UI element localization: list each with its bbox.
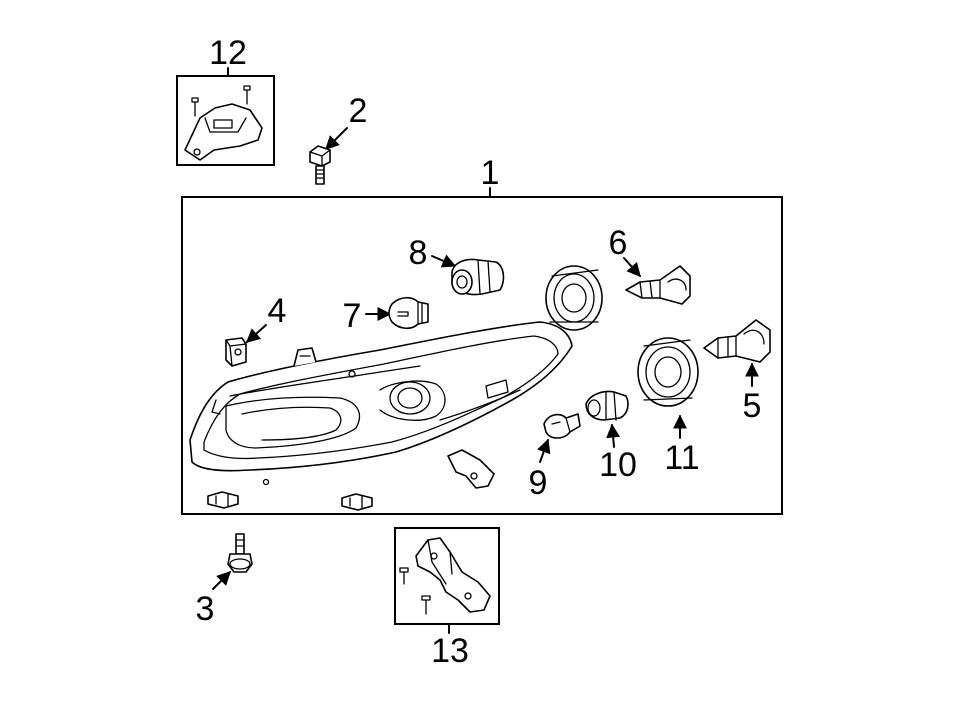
bracket-kit-13 <box>394 527 500 625</box>
clip-bottom-left <box>207 491 239 509</box>
bulb-9 <box>543 413 581 439</box>
clip-bottom-mid <box>341 493 373 511</box>
adjuster-3 <box>227 533 253 573</box>
leader-6 <box>623 257 641 278</box>
callout-7: 7 <box>343 297 362 335</box>
callout-10: 10 <box>599 446 637 484</box>
bulb-7 <box>388 296 429 330</box>
callout-11: 11 <box>664 439 699 477</box>
callout-5: 5 <box>743 387 762 425</box>
callout-2: 2 <box>349 92 368 130</box>
bracket-kit-12 <box>176 75 275 166</box>
dust-cap-upper <box>545 265 603 331</box>
dust-cap-11 <box>637 337 699 407</box>
leader-10 <box>606 423 621 448</box>
clip-4 <box>225 337 247 367</box>
bulb-5 <box>703 319 771 363</box>
headlamp-housing-1 <box>189 321 573 489</box>
callout-9: 9 <box>529 464 548 502</box>
callout-6: 6 <box>609 224 628 262</box>
bolt-2 <box>309 145 331 185</box>
bulb-6 <box>625 265 691 305</box>
socket-10 <box>585 390 629 421</box>
callout-8: 8 <box>409 234 428 272</box>
leader-8 <box>431 254 457 268</box>
leader-9 <box>537 438 551 463</box>
socket-8 <box>451 258 505 296</box>
leader-2 <box>325 127 348 150</box>
headlamp-assembly-frame <box>181 196 783 515</box>
callout-13: 13 <box>431 632 469 670</box>
callout-1: 1 <box>481 154 500 192</box>
leader-4 <box>245 324 267 343</box>
leader-3 <box>212 571 231 590</box>
callout-12: 12 <box>209 34 247 72</box>
callout-4: 4 <box>268 292 287 330</box>
callout-3: 3 <box>196 590 215 628</box>
